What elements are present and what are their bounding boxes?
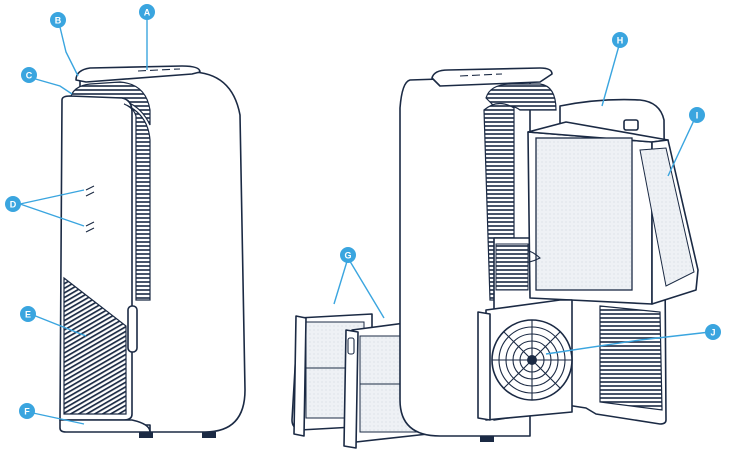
callout-J: J (705, 324, 721, 340)
control-panel-indicators-open (459, 73, 503, 77)
svg-text:J: J (710, 328, 715, 338)
main-filter-cartridge (527, 121, 699, 305)
callout-E: E (20, 306, 36, 322)
air-outlet-grille (69, 81, 151, 126)
callout-lines (19, 19, 711, 425)
side-air-intake-grille (123, 103, 151, 301)
svg-text:C: C (26, 71, 33, 81)
svg-text:B: B (55, 16, 62, 26)
callout-A: A (139, 4, 155, 20)
side-handle (127, 305, 138, 353)
callout-F: F (19, 403, 35, 419)
svg-text:I: I (696, 111, 699, 121)
purifier-front-view (59, 65, 246, 438)
touch-control-marks (85, 185, 95, 233)
purifier-open-view (399, 67, 699, 442)
svg-text:D: D (10, 200, 17, 210)
left-foot (139, 432, 153, 438)
callout-B: B (50, 12, 66, 28)
callout-D: D (5, 196, 21, 212)
open-left-foot (480, 436, 494, 442)
callout-I: I (689, 107, 705, 123)
callout-H: H (612, 32, 628, 48)
right-foot (202, 432, 216, 438)
svg-text:G: G (344, 251, 351, 261)
svg-text:H: H (617, 36, 624, 46)
door-air-inlet-grille (599, 305, 663, 411)
top-panel-open (431, 67, 553, 87)
callout-G: G (340, 247, 356, 263)
callout-C: C (21, 67, 37, 83)
svg-text:F: F (24, 407, 30, 417)
fan-assembly (477, 243, 573, 421)
svg-text:A: A (144, 8, 151, 18)
svg-text:E: E (25, 310, 31, 320)
front-air-inlet-grille (63, 276, 127, 415)
rear-grille (495, 243, 529, 291)
door-latch (623, 119, 639, 131)
control-panel-indicators (137, 68, 181, 72)
